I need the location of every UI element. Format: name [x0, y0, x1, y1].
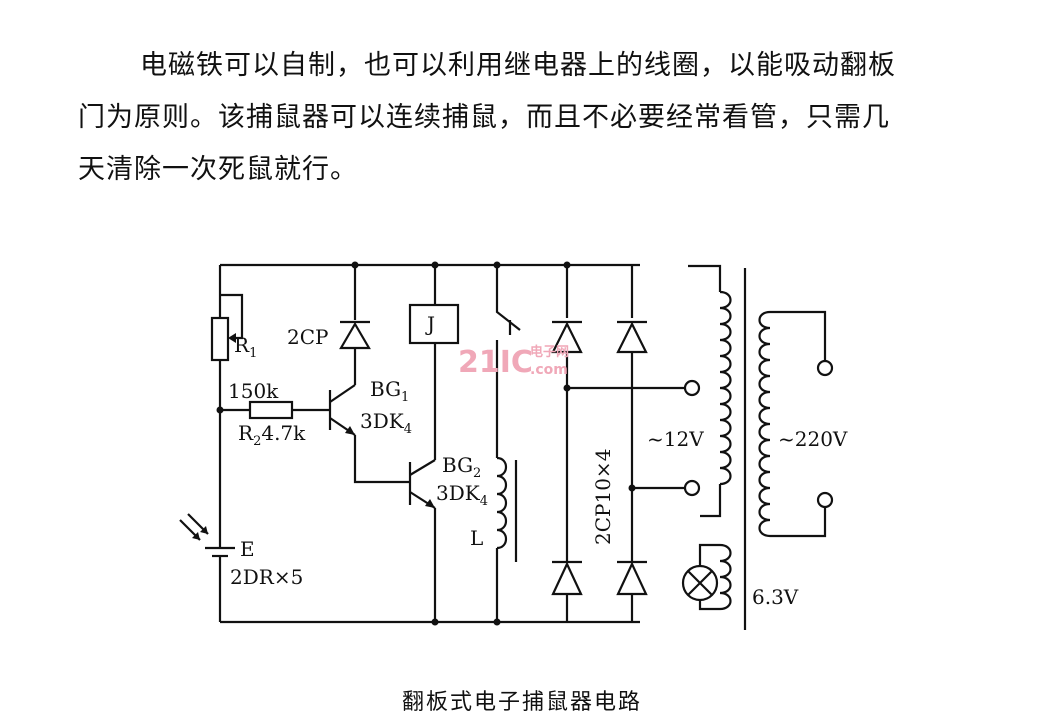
svg-text:21IC: 21IC [458, 345, 533, 380]
transistor-bg1 [328, 384, 356, 436]
bridge-diode-4 [616, 560, 648, 596]
diagram-caption: 翻板式电子捕鼠器电路 [401, 690, 642, 715]
label-220v: ~220V [778, 427, 848, 451]
label-2cp: 2CP [287, 325, 328, 349]
label-r1-value: 150k [228, 379, 279, 403]
bridge-diode-3 [551, 560, 583, 596]
body-text-line-3: 天清除一次死鼠就行。 [78, 154, 358, 185]
diode-2cp [339, 320, 371, 350]
svg-text:电子网: 电子网 [530, 344, 569, 360]
relay-switch [495, 265, 521, 458]
indicator-lamp [681, 564, 719, 602]
terminal-12v-b [683, 479, 701, 497]
label-bg1-type: 3DK4 [360, 409, 412, 437]
watermark-logo: 21IC 电子网 .com [458, 344, 569, 380]
terminal-220v-a [816, 359, 834, 377]
body-text-line-1: 电磁铁可以自制，也可以利用继电器上的线圈，以能吸动翻板 [140, 50, 896, 81]
label-bridge: 2CP10×4 [591, 449, 615, 545]
bridge-diode-2 [616, 320, 648, 354]
label-coil-l: L [470, 526, 483, 550]
label-6v3: 6.3V [752, 585, 799, 609]
label-r1: R1 [234, 333, 257, 361]
label-bg2-type: 3DK4 [436, 481, 488, 509]
coil-l [496, 456, 518, 562]
label-12v: ~12V [647, 427, 704, 451]
label-bg2: BG2 [442, 453, 481, 481]
photocell-e [179, 513, 235, 558]
winding-6v3 [698, 543, 732, 611]
transformer-secondary [688, 264, 732, 518]
transformer-primary [758, 310, 827, 538]
label-cell-e: E [240, 537, 255, 561]
terminal-12v-a [683, 379, 701, 397]
label-relay-j: J [425, 312, 435, 336]
transistor-bg2 [408, 459, 436, 509]
label-cell-value: 2DR×5 [230, 565, 303, 589]
label-r2: R24.7k [238, 421, 306, 449]
label-bg1: BG1 [370, 377, 409, 405]
resistor-r2 [248, 400, 294, 420]
terminal-220v-b [816, 491, 834, 509]
body-text-line-2: 门为原则。该捕鼠器可以连续捕鼠，而且不必要经常看管，只需几 [78, 102, 890, 133]
svg-text:.com: .com [530, 362, 568, 378]
